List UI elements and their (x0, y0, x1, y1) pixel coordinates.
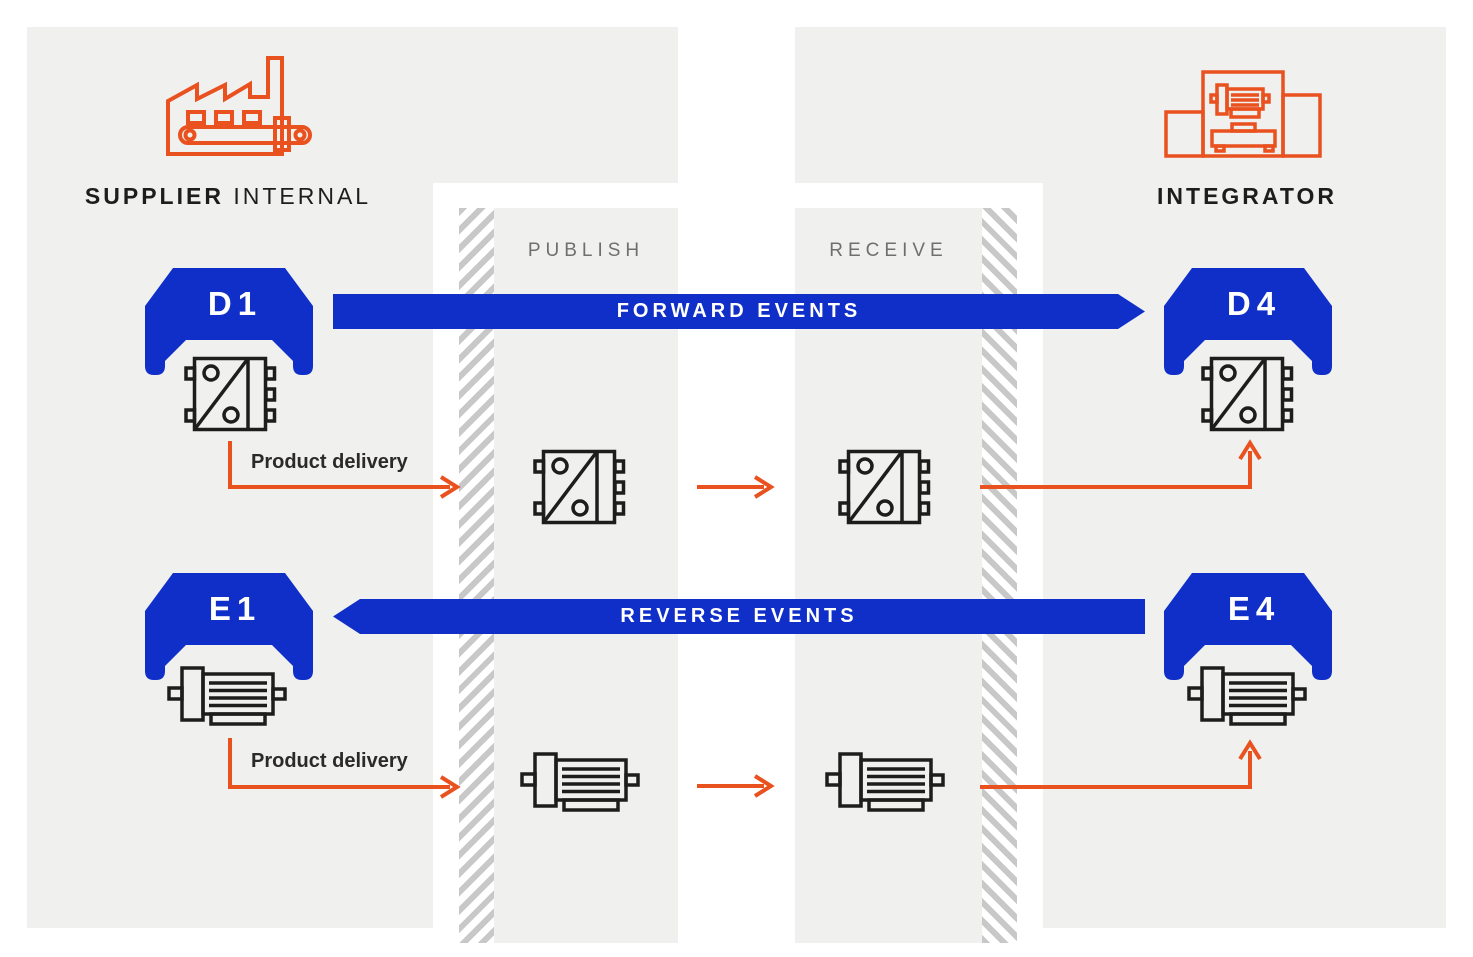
supplier-header: SUPPLIER INTERNAL (40, 183, 416, 210)
publish-column-label: PUBLISH (527, 240, 645, 261)
node-d4-label: D4 (1226, 285, 1282, 322)
product-delivery-label-d: Product delivery (251, 451, 408, 473)
node-d1-label: D1 (207, 285, 263, 322)
contactor-icon-publish (533, 449, 626, 525)
node-d1-bracket (145, 268, 313, 375)
node-e4-label: E4 (1227, 590, 1281, 627)
hatch-bar-right (982, 208, 1017, 943)
forward-events-label: FORWARD EVENTS (616, 300, 862, 322)
node-d4-bracket (1164, 268, 1332, 375)
factory-conveyor-icon (166, 56, 312, 156)
node-e4-bracket (1164, 573, 1332, 680)
hatch-bar-left (459, 208, 494, 943)
supplier-header-regular: INTERNAL (233, 183, 372, 209)
reverse-events-arrow: REVERSE EVENTS (333, 599, 1145, 634)
motor-icon-e4 (1187, 666, 1307, 726)
motor-icon-e1 (167, 666, 287, 726)
product-delivery-label-e: Product delivery (251, 750, 408, 772)
motor-icon-receive (825, 752, 945, 812)
node-e1-label: E1 (208, 590, 262, 627)
reverse-events-label: REVERSE EVENTS (620, 605, 858, 627)
contactor-icon-receive (838, 449, 931, 525)
receive-column-label: RECEIVE (829, 240, 948, 261)
integrator-header: INTEGRATOR (1157, 183, 1337, 209)
motor-icon-publish (520, 752, 640, 812)
assembly-machine-icon (1164, 70, 1322, 158)
supplier-header-bold: SUPPLIER (84, 183, 224, 209)
contactor-icon-d1 (184, 356, 277, 432)
contactor-icon-d4 (1201, 356, 1294, 432)
forward-events-arrow: FORWARD EVENTS (333, 294, 1145, 329)
publish-column (494, 208, 678, 943)
node-e1-bracket (145, 573, 313, 680)
receive-column (795, 208, 982, 943)
